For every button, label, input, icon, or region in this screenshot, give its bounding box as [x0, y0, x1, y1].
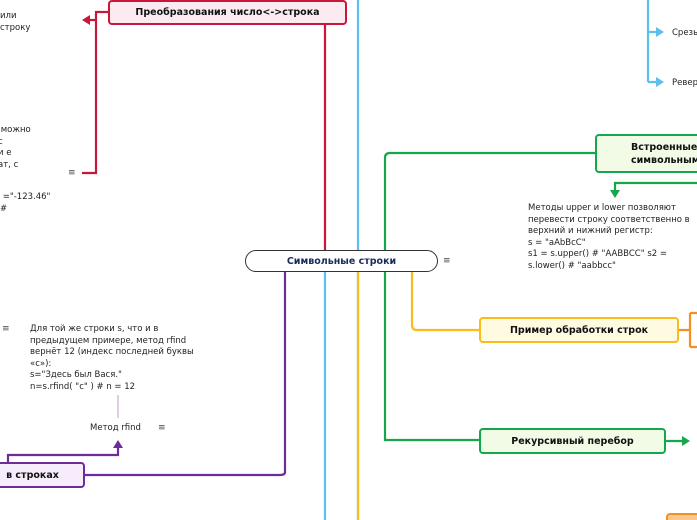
connector-orange: [678, 311, 697, 349]
connector-green: [383, 151, 596, 442]
arrow-green-right: [682, 436, 690, 446]
node-example[interactable]: Пример обработки строк: [479, 317, 679, 343]
node-conversion[interactable]: Преобразования число<->строка: [108, 0, 347, 25]
connector-purple-up: [6, 445, 120, 463]
arrow-purple-up: [113, 440, 123, 448]
note-mid-left-code: ="-123.46" #: [0, 192, 51, 214]
label-slices[interactable]: Срезы: [672, 28, 697, 38]
note-mid-left: можно с и е ат, с: [0, 125, 31, 170]
note-mid-left-menu-icon[interactable]: ≡: [68, 168, 76, 178]
connector-red-left: [82, 10, 108, 175]
note-upper-lower: Методы upper и lower позволяют перевести…: [528, 203, 690, 271]
node-builtin[interactable]: Встроенные символьным: [595, 134, 697, 173]
connector-purple: [84, 272, 287, 477]
node-search[interactable]: в строках: [0, 462, 85, 488]
central-node[interactable]: Символьные строки: [245, 250, 438, 272]
arrow-green-down: [610, 190, 620, 198]
node-builtin-line1: Встроенные: [631, 141, 697, 153]
arrow-blue-1: [656, 27, 664, 37]
note-top-left: или строку: [0, 11, 31, 33]
node-builtin-line2: символьным: [631, 154, 697, 166]
note-rfind-menu-icon[interactable]: ≡: [2, 324, 10, 334]
node-recursive[interactable]: Рекурсивный перебор: [479, 428, 666, 454]
note-rfind: Для той же строки s, что и в предыдущем …: [30, 324, 194, 392]
label-rfind-method[interactable]: Метод rfind: [90, 423, 141, 433]
label-reverse[interactable]: Ревер: [672, 78, 697, 88]
arrow-red: [82, 15, 90, 25]
connector-green-down: [613, 181, 697, 193]
arrow-blue-2: [656, 77, 664, 87]
orange-node-partial: [666, 513, 697, 520]
rfind-method-menu-icon[interactable]: ≡: [158, 423, 166, 433]
central-menu-icon[interactable]: ≡: [443, 256, 451, 266]
connector-blue-right: [646, 0, 658, 84]
connector-yellow: [410, 272, 480, 332]
